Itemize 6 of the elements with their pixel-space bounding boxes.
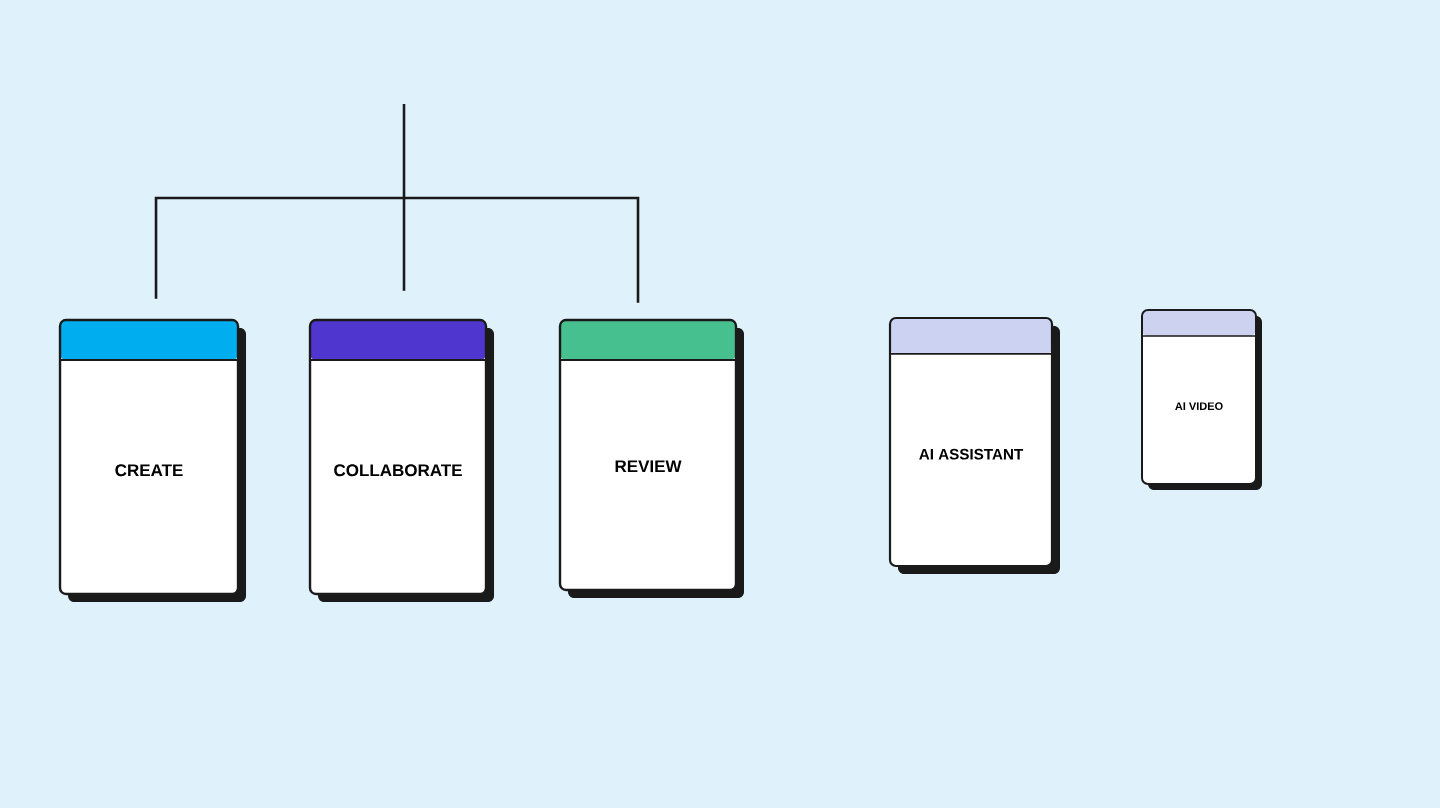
- card: REVIEW: [558, 318, 744, 598]
- connector-line: [404, 196, 640, 303]
- connector-line: [154, 196, 404, 299]
- connector-line: [402, 104, 406, 291]
- card: COLLABORATE: [308, 318, 494, 602]
- card: CREATE: [58, 318, 246, 602]
